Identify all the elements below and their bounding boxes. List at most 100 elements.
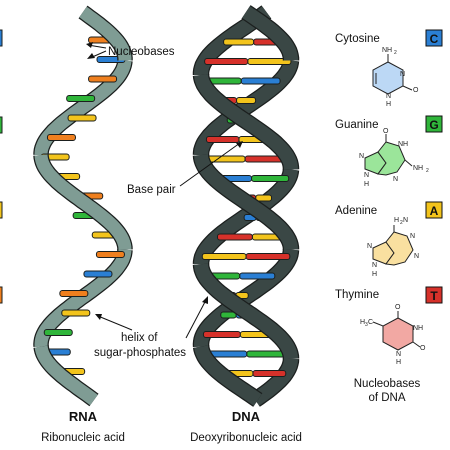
guanine-structure-icon: O N NH NH 2 N N H (359, 128, 429, 188)
left-edge-marker-adenine (0, 201, 3, 219)
left-edge-marker-cytosine (0, 29, 3, 47)
nucleobase-legend: Cytosine C NH 2 N N H O Guanine G (335, 29, 443, 404)
dna-strand-a-segment-0 (242, 6, 298, 61)
svg-text:NH: NH (413, 325, 423, 332)
nucleobases-arrowhead-1 (86, 42, 93, 48)
dna-base-thymine (204, 58, 249, 65)
rna-base-adenine (61, 309, 91, 317)
helix-arrowhead-dna (202, 296, 208, 304)
rna-base-cytosine (83, 270, 113, 278)
dna-strand-a-segment-2 (194, 154, 298, 250)
dna-backbone-front (192, 5, 300, 407)
dna-strand-b-segment-1 (194, 74, 298, 170)
rna-base-uracil (46, 134, 76, 141)
legend-letter-cytosine: C (430, 32, 439, 46)
dna-base-thymine (205, 136, 240, 143)
thymine-structure-icon: H 3 C O NH N H O (360, 304, 426, 366)
legend-badge-thymine (425, 286, 443, 304)
svg-text:N: N (359, 153, 364, 160)
helix-label-line1: helix of (121, 332, 158, 344)
cytosine-structure-icon: NH 2 N N H O (372, 47, 419, 108)
legend-letter-guanine: G (429, 118, 438, 132)
legend-name-adenine: Adenine (335, 205, 377, 217)
legend-name-guanine: Guanine (335, 119, 378, 131)
legend-item-adenine: Adenine A H 2 N N N N N H (335, 201, 443, 278)
annotation-helix: helix of sugar-phosphates (94, 296, 208, 359)
dna-base-adenine (223, 38, 255, 46)
rna-base-uracil (59, 290, 89, 297)
adenine-structure-icon: H 2 N N N N N H (367, 217, 419, 278)
base-pair-pointer (179, 142, 241, 187)
legend-item-cytosine: Cytosine C NH 2 N N H O (335, 29, 443, 108)
svg-text:N: N (403, 217, 408, 224)
base-pair-arrowhead (236, 141, 243, 148)
dna-base-adenine (255, 194, 273, 202)
dna-strand-a-segment-4 (194, 345, 262, 406)
dna-base-cytosine (239, 272, 276, 280)
dna-base-guanine (251, 175, 290, 182)
svg-text:C: C (368, 319, 373, 326)
svg-text:NH: NH (382, 47, 392, 54)
rna-base-uracil (88, 75, 118, 83)
rna-backbone-segment-1 (34, 59, 132, 156)
rna-base-adenine (67, 114, 97, 122)
svg-text:N: N (367, 243, 372, 250)
svg-text:N: N (386, 93, 391, 100)
svg-text:N: N (410, 233, 415, 240)
dna-base-adenine (236, 97, 257, 104)
svg-text:O: O (413, 87, 419, 94)
svg-text:H: H (372, 271, 377, 278)
dna-base-thymine (202, 331, 241, 338)
dna-base-cytosine (240, 77, 281, 85)
legend-name-cytosine: Cytosine (335, 33, 380, 45)
legend-caption-line2: of DNA (368, 392, 405, 404)
svg-text:N: N (414, 253, 419, 260)
svg-text:H: H (360, 319, 365, 326)
svg-text:N: N (364, 172, 369, 179)
rna-bases (40, 36, 126, 375)
svg-text:NH: NH (398, 141, 408, 148)
rna-base-guanine (66, 95, 96, 102)
left-edge-marker-guanine (0, 116, 3, 134)
legend-item-guanine: Guanine G O N NH NH 2 N N H (335, 115, 443, 188)
svg-text:2: 2 (394, 50, 397, 56)
base-pair-label: Base pair (127, 184, 176, 196)
legend-letter-adenine: A (430, 204, 439, 218)
helix-arrowhead-rna (95, 314, 102, 320)
rna-title: RNA (69, 409, 98, 424)
annotation-base-pair: Base pair (127, 141, 243, 196)
svg-text:O: O (395, 304, 401, 311)
legend-letter-thymine: T (430, 289, 438, 303)
svg-text:O: O (420, 345, 426, 352)
svg-text:3: 3 (365, 322, 368, 328)
svg-text:H: H (394, 217, 399, 224)
svg-text:2: 2 (400, 220, 403, 226)
rna-base-uracil (95, 251, 125, 258)
svg-text:2: 2 (426, 168, 429, 174)
nucleobases-arrowhead-2 (87, 53, 95, 59)
legend-badge-cytosine (425, 29, 443, 47)
rna-backbone-segment-2 (34, 154, 132, 250)
legend-badge-guanine (425, 115, 443, 133)
annotation-nucleobases: Nucleobases (86, 42, 175, 59)
dna-base-thymine (216, 233, 253, 241)
svg-text:N: N (393, 176, 398, 183)
rna-backbone-front (33, 5, 133, 407)
svg-text:H: H (386, 101, 391, 108)
dna-base-adenine (201, 253, 247, 260)
svg-text:H: H (364, 181, 369, 188)
svg-text:N: N (400, 71, 405, 78)
svg-text:N: N (396, 351, 401, 358)
nucleobases-label: Nucleobases (108, 46, 175, 58)
helix-label-line2: sugar-phosphates (94, 347, 186, 359)
svg-text:NH: NH (413, 165, 423, 172)
rna-base-guanine (43, 329, 73, 336)
left-edge-markers (0, 29, 3, 304)
helix-pointer-dna (185, 299, 207, 339)
rna-subtitle: Ribonucleic acid (41, 432, 125, 444)
rna-backbone-segment-0 (79, 6, 132, 61)
dna-strand-b-segment-3 (194, 263, 298, 360)
helix-pointer-rna (97, 315, 133, 331)
legend-item-thymine: Thymine T H 3 C O NH N H O (335, 286, 443, 366)
svg-text:N: N (372, 262, 377, 269)
